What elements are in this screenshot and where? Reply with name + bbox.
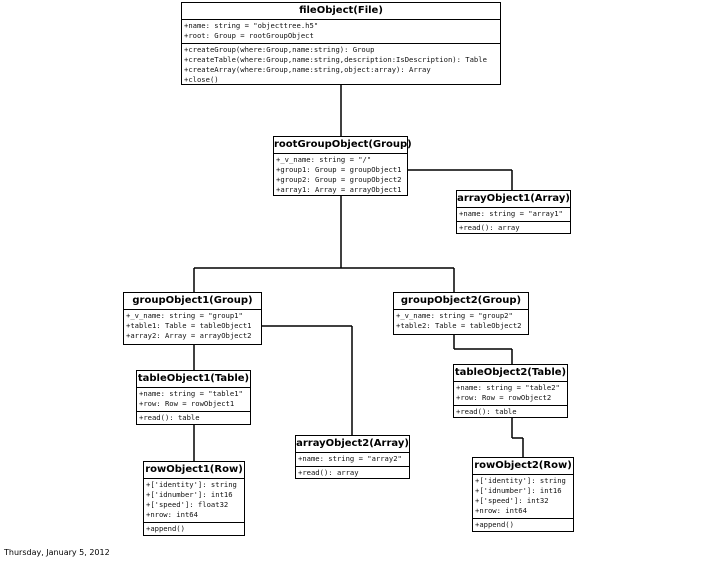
class-rootGroupObject: rootGroupObject(Group) +_v_name: string … — [273, 136, 412, 197]
class-title: fileObject(File) — [182, 3, 500, 20]
methods-section: +read(): table — [137, 412, 250, 425]
method: +append() — [146, 524, 185, 533]
class-title: groupObject1(Group) — [124, 293, 261, 310]
class-groupObject2: groupObject2(Group) +_v_name: string = "… — [393, 292, 529, 335]
method: +createGroup(where:Group,name:string): G… — [184, 45, 375, 54]
attributes-section: +_v_name: string = "group2" +table2: Tab… — [394, 310, 528, 333]
method: +append() — [475, 520, 514, 529]
attribute: +['identity']: string — [475, 476, 566, 485]
method: +createTable(where:Group,name:string,des… — [184, 55, 487, 64]
attribute: +name: string = "array2" — [298, 454, 402, 463]
class-title: groupObject2(Group) — [394, 293, 528, 310]
attributes-section: +name: string = "objecttree.h5" +root: G… — [182, 20, 500, 44]
attributes-section: +['identity']: string +['idnumber']: int… — [473, 475, 573, 519]
class-title: tableObject1(Table) — [137, 371, 250, 388]
attributes-section: +_v_name: string = "group1" +table1: Tab… — [124, 310, 261, 343]
attribute: +root: Group = rootGroupObject — [184, 31, 314, 40]
class-title: rowObject1(Row) — [144, 462, 244, 479]
attribute: +name: string = "table2" — [456, 383, 560, 392]
attribute: +['speed']: int32 — [475, 496, 549, 505]
attribute: +['speed']: float32 — [146, 500, 229, 509]
attribute: +['idnumber']: int16 — [475, 486, 562, 495]
class-title: rootGroupObject(Group) — [274, 137, 412, 154]
attribute: +group1: Group = groupObject1 — [276, 165, 402, 174]
attribute: +row: Row = rowObject1 — [139, 399, 235, 408]
method: +read(): table — [139, 413, 200, 422]
methods-section: +read(): array — [296, 467, 409, 480]
attributes-section: +name: string = "table1" +row: Row = row… — [137, 388, 250, 412]
attributes-section: +name: string = "array2" — [296, 453, 409, 467]
class-rowObject1: rowObject1(Row) +['identity']: string +[… — [143, 461, 245, 536]
class-groupObject1: groupObject1(Group) +_v_name: string = "… — [123, 292, 262, 345]
class-fileObject: fileObject(File) +name: string = "object… — [181, 2, 501, 85]
attributes-section: +name: string = "array1" — [457, 208, 570, 222]
attribute: +_v_name: string = "group2" — [396, 311, 513, 320]
class-title: rowObject2(Row) — [473, 458, 573, 475]
attributes-section: +name: string = "table2" +row: Row = row… — [454, 382, 567, 406]
methods-section: +read(): table — [454, 406, 567, 419]
attributes-section: +['identity']: string +['idnumber']: int… — [144, 479, 244, 523]
method: +close() — [184, 75, 219, 84]
attribute: +array2: Array = arrayObject2 — [126, 331, 252, 340]
class-arrayObject1: arrayObject1(Array) +name: string = "arr… — [456, 190, 571, 234]
attribute: +_v_name: string = "/" — [276, 155, 372, 164]
attribute: +table1: Table = tableObject1 — [126, 321, 252, 330]
class-title: arrayObject2(Array) — [296, 436, 409, 453]
attribute: +['idnumber']: int16 — [146, 490, 233, 499]
methods-section: +createGroup(where:Group,name:string): G… — [182, 44, 500, 87]
method: +createArray(where:Group,name:string,obj… — [184, 65, 431, 74]
methods-section: +append() — [473, 519, 573, 532]
attribute: +name: string = "table1" — [139, 389, 243, 398]
methods-section: +append() — [144, 523, 244, 536]
methods-section: +read(): array — [457, 222, 570, 235]
attribute: +nrow: int64 — [146, 510, 198, 519]
class-rowObject2: rowObject2(Row) +['identity']: string +[… — [472, 457, 574, 532]
attribute: +name: string = "objecttree.h5" — [184, 21, 319, 30]
method: +read(): table — [456, 407, 517, 416]
attributes-section: +_v_name: string = "/" +group1: Group = … — [274, 154, 407, 197]
class-arrayObject2: arrayObject2(Array) +name: string = "arr… — [295, 435, 410, 479]
class-title: tableObject2(Table) — [454, 365, 567, 382]
footer-date: Thursday, January 5, 2012 — [4, 548, 110, 557]
class-tableObject2: tableObject2(Table) +name: string = "tab… — [453, 364, 568, 418]
class-tableObject1: tableObject1(Table) +name: string = "tab… — [136, 370, 251, 425]
attribute: +array1: Array = arrayObject1 — [276, 185, 402, 194]
attribute: +['identity']: string — [146, 480, 237, 489]
attribute: +table2: Table = tableObject2 — [396, 321, 522, 330]
method: +read(): array — [459, 223, 520, 232]
attribute: +nrow: int64 — [475, 506, 527, 515]
attribute: +_v_name: string = "group1" — [126, 311, 243, 320]
attribute: +name: string = "array1" — [459, 209, 563, 218]
attribute: +group2: Group = groupObject2 — [276, 175, 402, 184]
class-title: arrayObject1(Array) — [457, 191, 570, 208]
attribute: +row: Row = rowObject2 — [456, 393, 552, 402]
method: +read(): array — [298, 468, 359, 477]
